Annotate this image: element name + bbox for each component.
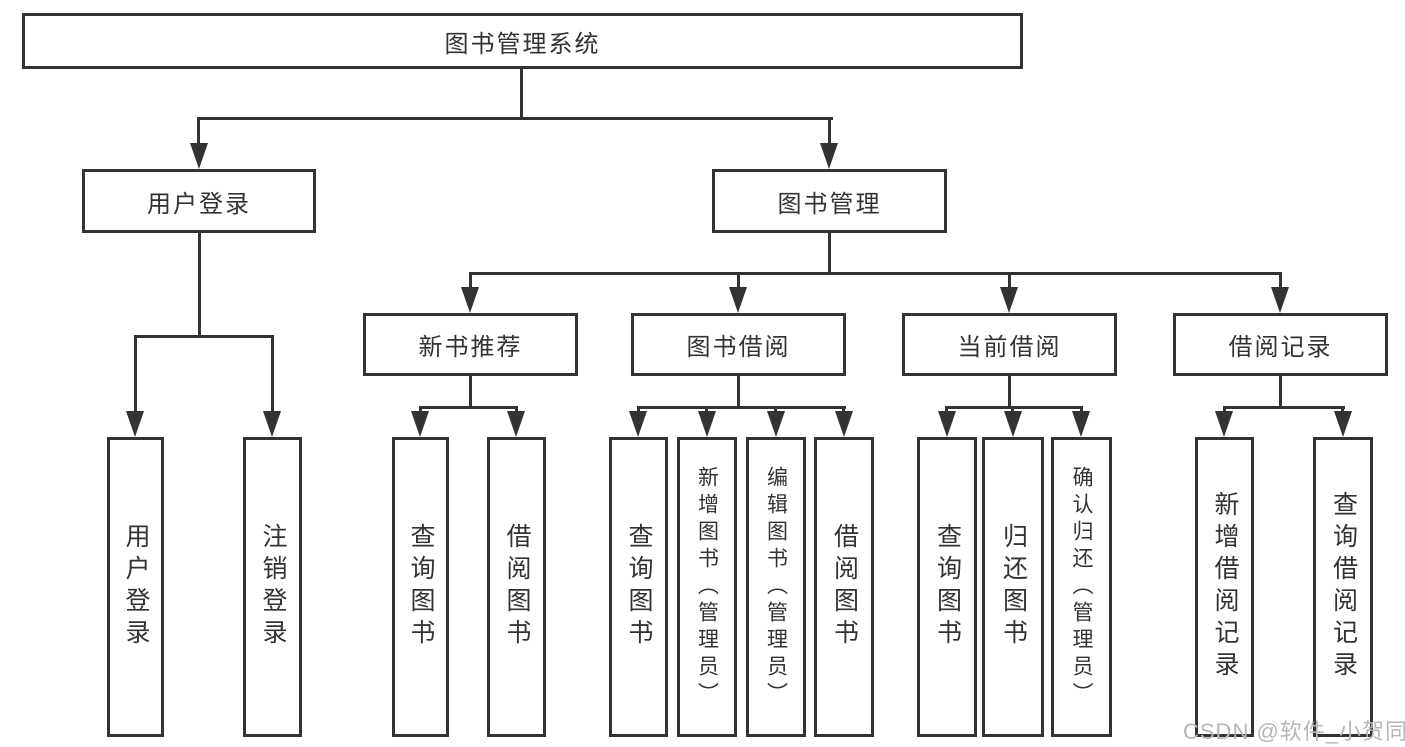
connector-line [1008, 272, 1011, 290]
connector-line [1279, 376, 1282, 409]
connector-arrow-down [767, 411, 785, 437]
connector-line [197, 117, 200, 147]
node-user-login: 用户登录 [82, 169, 316, 233]
connector-arrow-down [1271, 287, 1289, 313]
connector-line [945, 406, 1083, 409]
node-borrow-records: 借阅记录 [1173, 313, 1388, 376]
node-root: 图书管理系统 [22, 13, 1023, 69]
leaf-nb-query-books-label: 查询图书 [407, 523, 435, 651]
leaf-br-query-record: 查询借阅记录 [1313, 437, 1373, 737]
leaf-cb-return-books: 归还图书 [982, 437, 1044, 737]
leaf-bb-query-books: 查询图书 [609, 437, 668, 737]
leaf-logout: 注销登录 [243, 437, 302, 737]
connector-line [469, 272, 1282, 275]
connector-line [197, 117, 833, 120]
connector-arrow-down [1000, 287, 1018, 313]
leaf-cb-confirm-return-admin: 确认归还（管理员） [1051, 437, 1112, 737]
connector-line [828, 233, 831, 275]
leaf-user-login-label: 用户登录 [122, 523, 150, 651]
connector-arrow-down [126, 411, 144, 437]
connector-line [737, 272, 740, 290]
connector-arrow-down [820, 143, 838, 169]
connector-line [1223, 406, 1345, 409]
connector-line [469, 376, 472, 409]
leaf-bb-edit-books-admin: 编辑图书（管理员） [746, 437, 806, 737]
leaf-cb-return-books-label: 归还图书 [999, 523, 1028, 651]
node-book-borrow: 图书借阅 [631, 313, 846, 376]
connector-line [1008, 376, 1011, 409]
connector-line [737, 376, 740, 409]
connector-line [134, 335, 137, 415]
connector-arrow-down [729, 287, 747, 313]
connector-line [271, 335, 274, 415]
connector-line [1279, 272, 1282, 290]
connector-arrow-down [1334, 411, 1352, 437]
leaf-bb-borrow-books: 借阅图书 [814, 437, 874, 737]
connector-line [198, 233, 201, 338]
leaf-br-add-record: 新增借阅记录 [1195, 437, 1254, 737]
leaf-bb-add-books-admin: 新增图书（管理员） [677, 437, 737, 737]
connector-arrow-down [938, 411, 956, 437]
leaf-br-query-record-label: 查询借阅记录 [1329, 491, 1358, 683]
connector-arrow-down [629, 411, 647, 437]
connector-arrow-down [698, 411, 716, 437]
connector-arrow-down [1004, 411, 1022, 437]
connector-arrow-down [1215, 411, 1233, 437]
node-book-mgmt: 图书管理 [712, 169, 947, 233]
connector-line [520, 69, 523, 120]
connector-line [828, 117, 831, 147]
connector-arrow-down [263, 411, 281, 437]
connector-line [637, 406, 846, 409]
connector-arrow-down [1072, 411, 1090, 437]
leaf-logout-label: 注销登录 [259, 523, 287, 651]
node-new-books: 新书推荐 [363, 313, 578, 376]
connector-line [469, 272, 472, 290]
leaf-nb-borrow-books-label: 借阅图书 [503, 523, 531, 651]
connector-line [134, 335, 274, 338]
connector-arrow-down [190, 143, 208, 169]
watermark: CSDN @软件_小贺同学 [1183, 719, 1405, 744]
connector-arrow-down [461, 287, 479, 313]
leaf-nb-borrow-books: 借阅图书 [487, 437, 546, 737]
connector-arrow-down [411, 411, 429, 437]
connector-arrow-down [835, 411, 853, 437]
connector-arrow-down [507, 411, 525, 437]
leaf-user-login: 用户登录 [107, 437, 164, 737]
leaf-cb-query-books-label: 查询图书 [933, 523, 962, 651]
leaf-br-add-record-label: 新增借阅记录 [1211, 491, 1239, 683]
leaf-nb-query-books: 查询图书 [392, 437, 449, 737]
leaf-cb-confirm-return-admin-label: 确认归还（管理员） [1070, 465, 1093, 709]
connector-line [419, 406, 518, 409]
leaf-bb-query-books-label: 查询图书 [625, 523, 653, 651]
leaf-bb-edit-books-admin-label: 编辑图书（管理员） [764, 465, 788, 709]
leaf-cb-query-books: 查询图书 [917, 437, 977, 737]
leaf-bb-add-books-admin-label: 新增图书（管理员） [695, 465, 719, 709]
node-current-borrow: 当前借阅 [902, 313, 1117, 376]
leaf-bb-borrow-books-label: 借阅图书 [830, 523, 859, 651]
